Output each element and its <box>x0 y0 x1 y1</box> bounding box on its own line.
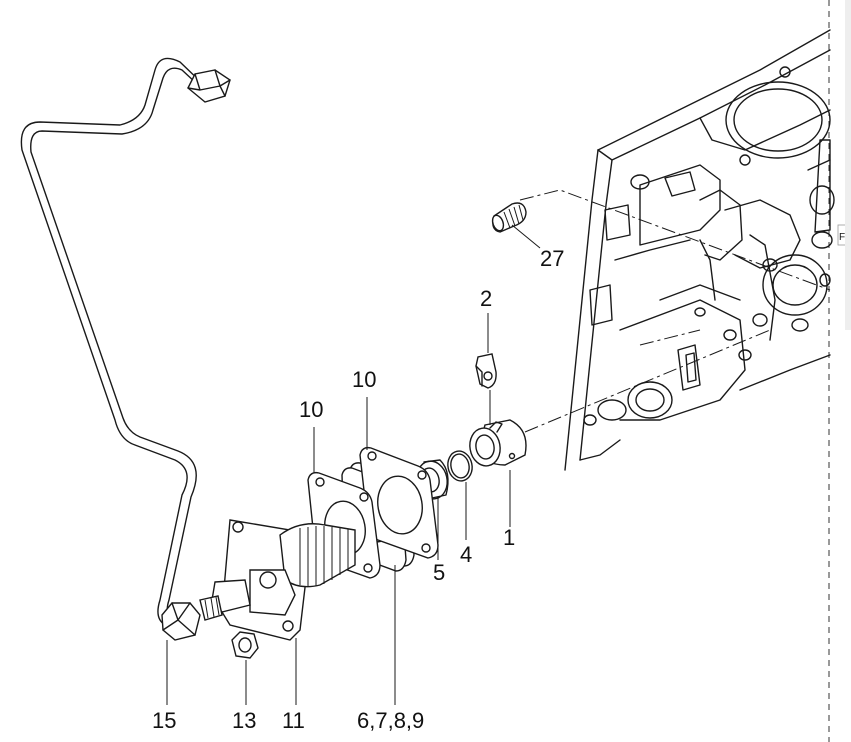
edge-text-fragment: Fi <box>839 232 847 243</box>
label-13: 13 <box>232 708 256 733</box>
label-15: 15 <box>152 708 176 733</box>
label-10-rear: 10 <box>352 367 376 392</box>
page-edge: Fi <box>828 0 851 742</box>
leader-lines <box>166 224 541 705</box>
label-27: 27 <box>540 246 564 271</box>
injection-pump-11 <box>199 519 356 641</box>
o-ring-4 <box>447 450 473 482</box>
label-2: 2 <box>480 286 492 311</box>
pipe-union-nut-bottom <box>161 602 201 641</box>
callout-labels: 27 2 10 10 1 4 5 15 13 11 6,7,8,9 <box>152 246 564 733</box>
fuel-injection-pipe <box>20 57 211 629</box>
label-4: 4 <box>460 542 472 567</box>
locating-tab-2 <box>475 353 497 389</box>
assembly-centerlines <box>519 189 831 433</box>
label-1: 1 <box>503 525 515 550</box>
engine-block <box>564 29 835 471</box>
nut-13 <box>231 631 259 659</box>
label-11: 11 <box>282 708 305 733</box>
label-5: 5 <box>433 560 445 585</box>
pipe-union-nut-top <box>187 69 231 103</box>
stud-27 <box>491 202 527 233</box>
label-6-7-8-9: 6,7,8,9 <box>357 708 424 733</box>
label-10-front: 10 <box>299 397 323 422</box>
sleeve-1 <box>469 419 527 467</box>
